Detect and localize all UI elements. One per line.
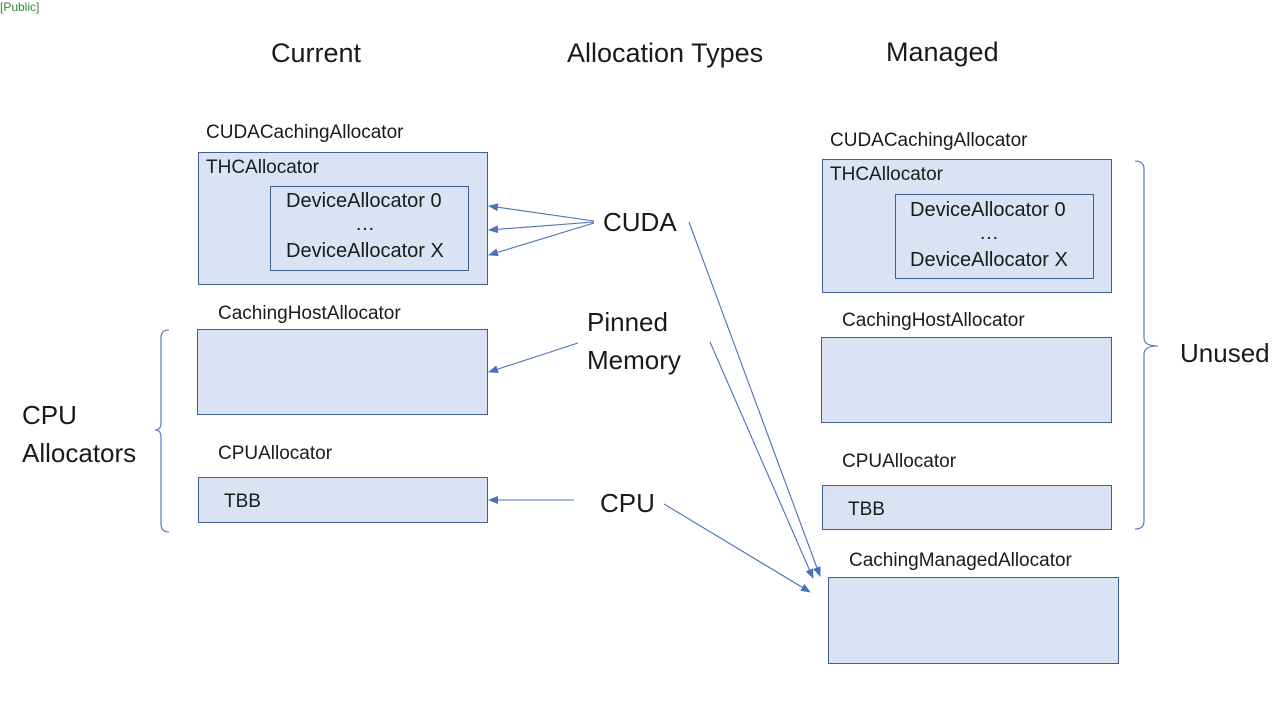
arrow-cpu-to-managed	[663, 503, 811, 593]
managed-cuda-caching-allocator-label: CUDACachingAllocator	[830, 130, 1028, 151]
type-cpu: CPU	[600, 488, 655, 518]
managed-thc-allocator-label: THCAllocator	[830, 164, 943, 185]
arrow-cuda-to-managed	[688, 221, 821, 577]
cpu-allocators-label-line2: Allocators	[22, 438, 137, 468]
managed-device-allocator-first: DeviceAllocator 0	[910, 199, 1066, 221]
managed-device-allocators-box: DeviceAllocator 0 … DeviceAllocator X	[895, 194, 1094, 279]
caching-managed-allocator-box	[828, 577, 1119, 664]
current-cpu-allocator-label: CPUAllocator	[218, 443, 333, 464]
type-pinned-line2: Memory	[587, 345, 681, 375]
managed-thc-allocator-box: THCAllocator DeviceAllocator 0 … DeviceA…	[822, 159, 1112, 293]
managed-device-allocator-ellipsis: …	[979, 222, 999, 244]
unused-brace	[1134, 160, 1159, 530]
classification-tag: [Public]	[0, 0, 40, 14]
caching-managed-allocator-label: CachingManagedAllocator	[849, 550, 1072, 571]
current-device-allocator-last: DeviceAllocator X	[286, 240, 444, 262]
arrow-pinned-to-caching-host	[488, 342, 579, 374]
managed-cpu-allocator-box: TBB	[822, 485, 1112, 530]
current-device-allocator-first: DeviceAllocator 0	[286, 190, 442, 212]
type-pinned-line1: Pinned	[587, 307, 668, 337]
cpu-allocators-label-line1: CPU	[22, 400, 77, 430]
arrow-cuda-to-device-x	[488, 222, 595, 257]
managed-caching-host-allocator-box	[821, 337, 1112, 423]
unused-label: Unused	[1180, 338, 1270, 368]
cpu-allocators-brace	[154, 329, 170, 533]
current-thc-allocator-label: THCAllocator	[206, 157, 319, 178]
column-header-managed: Managed	[886, 37, 999, 67]
managed-caching-host-allocator-label: CachingHostAllocator	[842, 310, 1025, 331]
arrow-cuda-to-device-ellipsis	[488, 221, 595, 234]
current-device-allocators-box: DeviceAllocator 0 … DeviceAllocator X	[270, 186, 469, 271]
current-device-allocator-ellipsis: …	[355, 213, 375, 235]
arrow-cuda-to-device-0	[488, 203, 595, 222]
type-cuda: CUDA	[603, 207, 677, 237]
managed-cpu-allocator-label: CPUAllocator	[842, 451, 957, 472]
current-caching-host-allocator-box	[197, 329, 488, 415]
column-header-current: Current	[271, 38, 362, 68]
current-caching-host-allocator-label: CachingHostAllocator	[218, 303, 401, 324]
column-header-allocation-types: Allocation Types	[567, 38, 764, 68]
managed-device-allocator-last: DeviceAllocator X	[910, 249, 1068, 271]
current-cpu-allocator-box: TBB	[198, 477, 488, 523]
arrow-pinned-to-managed	[709, 341, 814, 579]
current-thc-allocator-box: THCAllocator DeviceAllocator 0 … DeviceA…	[198, 152, 488, 285]
current-tbb-label: TBB	[224, 491, 261, 512]
managed-tbb-label: TBB	[848, 499, 885, 520]
current-cuda-caching-allocator-label: CUDACachingAllocator	[206, 122, 404, 143]
